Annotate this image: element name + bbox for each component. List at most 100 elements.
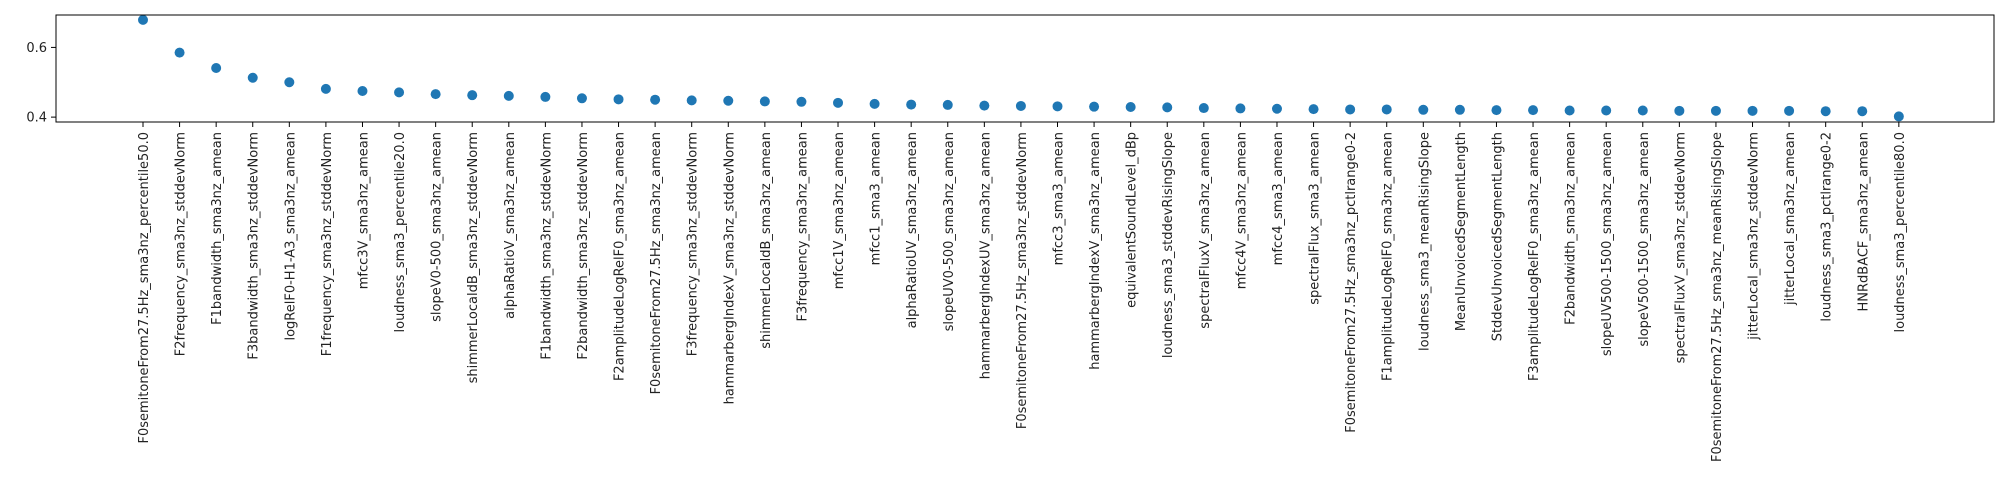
- x-tick-label: F1bandwidth_sma3nz_amean: [210, 132, 225, 325]
- data-point: [1784, 105, 1795, 116]
- data-point: [1674, 105, 1685, 116]
- x-tick-label: F0semitoneFrom27.5Hz_sma3nz_amean: [649, 132, 664, 394]
- x-tick-label: shimmerLocaldB_sma3nz_amean: [759, 132, 774, 349]
- data-point: [1893, 111, 1904, 122]
- data-point: [211, 62, 222, 73]
- data-point: [686, 95, 697, 106]
- data-point: [174, 47, 185, 58]
- data-point: [503, 90, 514, 101]
- data-point: [1820, 106, 1831, 117]
- data-point: [1271, 103, 1282, 114]
- data-point: [1162, 102, 1173, 113]
- data-point: [759, 96, 770, 107]
- data-points: [138, 14, 1904, 122]
- data-point: [1491, 105, 1502, 116]
- x-tick-label: hammarbergIndexV_sma3nz_amean: [1088, 132, 1103, 370]
- x-tick-label: loudness_sma3_meanRisingSlope: [1417, 132, 1432, 351]
- x-tick-label: spectralFlux_sma3_amean: [1308, 132, 1323, 305]
- data-point: [979, 100, 990, 111]
- x-tick-label: MeanUnvoicedSegmentLength: [1454, 132, 1469, 331]
- x-tick-label: slopeUV500-1500_sma3nz_amean: [1600, 132, 1615, 356]
- x-tick-label: loudness_sma3_pctlrange0-2: [1820, 132, 1835, 322]
- data-point: [247, 72, 258, 83]
- data-point: [320, 83, 331, 94]
- data-point: [906, 99, 917, 110]
- x-tick-label: F2bandwidth_sma3nz_amean: [1564, 132, 1579, 325]
- x-tick-label: F2bandwidth_sma3nz_stddevNorm: [576, 132, 591, 360]
- data-point: [1125, 102, 1136, 113]
- x-tick-label: mfcc4_sma3_amean: [1271, 132, 1286, 265]
- data-point: [1308, 104, 1319, 115]
- data-point: [1601, 105, 1612, 116]
- x-tick-label: hammarbergIndexV_sma3nz_stddevNorm: [722, 132, 737, 404]
- x-tick-label: hammarbergIndexUV_sma3nz_amean: [978, 132, 993, 379]
- x-tick-label: loudness_sma3_stddevRisingSlope: [1161, 132, 1176, 358]
- plot-frame: [55, 14, 1995, 123]
- x-tick-label: mfcc3_sma3_amean: [1052, 132, 1067, 265]
- x-tick-label: jitterLocal_sma3nz_stddevNorm: [1747, 132, 1762, 341]
- x-tick-label: loudness_sma3_percentile20.0: [393, 132, 408, 332]
- data-point: [1381, 104, 1392, 115]
- data-point: [1747, 105, 1758, 116]
- x-tick-label: spectralFluxV_sma3nz_stddevNorm: [1673, 132, 1688, 363]
- x-tick-label: F2amplitudeLogRelF0_sma3nz_amean: [613, 132, 628, 381]
- x-tick-label: F0semitoneFrom27.5Hz_sma3nz_meanRisingSl…: [1710, 132, 1725, 462]
- x-tick-label: slopeV0-500_sma3nz_amean: [430, 132, 445, 322]
- x-tick-label: mfcc1V_sma3nz_amean: [832, 132, 847, 289]
- data-point: [1235, 103, 1246, 114]
- data-point: [540, 91, 551, 102]
- data-point: [1015, 100, 1026, 111]
- data-point: [796, 96, 807, 107]
- x-tick-label: F1frequency_sma3nz_stddevNorm: [320, 132, 335, 356]
- x-tick-label: HNRdBACF_sma3nz_amean: [1856, 132, 1871, 312]
- y-tick-label: 0.6: [26, 41, 47, 56]
- x-tick-label: alphaRatioUV_sma3nz_amean: [905, 132, 920, 328]
- x-tick-label: F1bandwidth_sma3nz_stddevNorm: [539, 132, 554, 360]
- data-point: [650, 94, 661, 105]
- data-point: [357, 85, 368, 96]
- x-tick-label: mfcc3V_sma3nz_amean: [356, 132, 371, 289]
- x-tick-label: logRelF0-H1-A3_sma3nz_amean: [283, 132, 298, 341]
- data-point: [1857, 106, 1868, 117]
- x-tick-label: F0semitoneFrom27.5Hz_sma3nz_pctlrange0-2: [1344, 132, 1359, 433]
- data-point: [613, 94, 624, 105]
- data-point: [1418, 104, 1429, 115]
- x-tick-label: F3frequency_sma3nz_amean: [795, 132, 810, 322]
- x-axis: F0semitoneFrom27.5Hz_sma3nz_percentile50…: [137, 122, 1908, 462]
- data-point: [723, 95, 734, 106]
- x-tick-label: F3amplitudeLogRelF0_sma3nz_amean: [1527, 132, 1542, 381]
- data-point: [1637, 105, 1648, 116]
- data-point: [576, 93, 587, 104]
- y-axis: 0.4 0.6: [26, 41, 56, 126]
- data-point: [1198, 103, 1209, 114]
- x-tick-label: slopeV500-1500_sma3nz_amean: [1637, 132, 1652, 347]
- x-tick-label: mfcc4V_sma3nz_amean: [1234, 132, 1249, 289]
- data-point: [284, 77, 295, 88]
- data-point: [1454, 104, 1465, 115]
- x-tick-label: spectralFluxV_sma3nz_amean: [1198, 132, 1213, 329]
- x-tick-label: F2frequency_sma3nz_stddevNorm: [174, 132, 189, 356]
- x-tick-label: F0semitoneFrom27.5Hz_sma3nz_stddevNorm: [1015, 132, 1030, 429]
- data-point: [1710, 105, 1721, 116]
- x-tick-label: F1amplitudeLogRelF0_sma3nz_amean: [1381, 132, 1396, 381]
- x-tick-label: StddevUnvoicedSegmentLength: [1490, 132, 1505, 341]
- data-point: [1052, 101, 1063, 112]
- x-tick-label: loudness_sma3_percentile80.0: [1893, 132, 1908, 332]
- data-point: [1089, 101, 1100, 112]
- data-point: [833, 97, 844, 108]
- data-point: [1345, 104, 1356, 115]
- x-tick-label: F3bandwidth_sma3nz_stddevNorm: [247, 132, 262, 360]
- x-tick-label: slopeUV0-500_sma3nz_amean: [942, 132, 957, 331]
- x-tick-label: shimmerLocaldB_sma3nz_stddevNorm: [466, 132, 481, 383]
- data-point: [430, 89, 441, 100]
- x-tick-label: equivalentSoundLevel_dBp: [1125, 132, 1140, 308]
- data-point: [467, 90, 478, 101]
- x-tick-label: mfcc1_sma3_amean: [869, 132, 884, 265]
- x-tick-label: alphaRatioV_sma3nz_amean: [503, 132, 518, 319]
- data-point: [869, 98, 880, 109]
- data-point: [394, 87, 405, 98]
- y-tick-label: 0.4: [26, 111, 47, 126]
- data-point: [138, 14, 148, 25]
- data-point: [1564, 105, 1575, 116]
